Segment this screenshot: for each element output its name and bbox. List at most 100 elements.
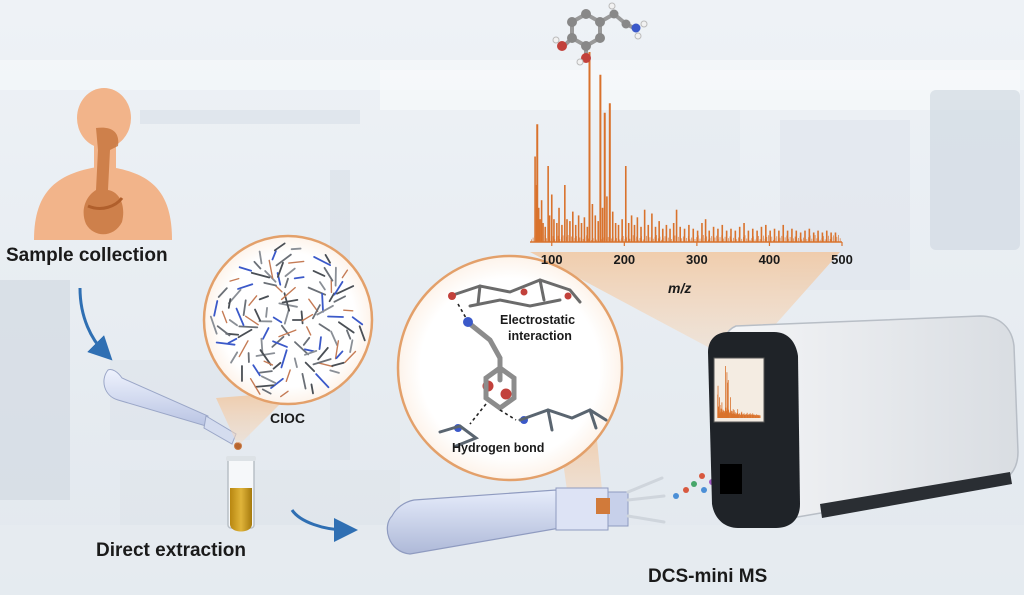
lattice-bond — [317, 346, 329, 361]
lattice-bond — [261, 388, 272, 395]
lattice-bond — [276, 261, 284, 278]
host-fragment-top — [448, 278, 582, 308]
lattice-bond — [328, 292, 335, 303]
lattice-bond — [227, 298, 232, 309]
lattice-bond — [272, 340, 288, 348]
lattice-bond — [323, 266, 334, 282]
lattice-bond — [293, 276, 305, 280]
lattice-bond — [238, 266, 253, 272]
lattice-bond — [285, 369, 291, 383]
dcs-probe — [386, 476, 666, 555]
interaction-view — [396, 254, 624, 482]
lattice-bond — [259, 370, 273, 374]
lattice-bond — [343, 309, 354, 312]
lattice-bond — [312, 269, 326, 277]
lattice-bond — [308, 298, 319, 313]
lattice-bond — [270, 377, 284, 389]
step-direct-extraction: Direct extraction — [96, 540, 246, 561]
lattice-bond — [280, 286, 296, 301]
lattice-bond — [264, 270, 277, 283]
lattice-bond — [216, 325, 231, 337]
lattice-bond — [258, 295, 269, 301]
lattice-bond — [254, 308, 262, 322]
lattice-bond — [306, 326, 312, 336]
lattice-bond — [336, 285, 355, 295]
electrostatic-label: Electrostatic interaction — [500, 312, 575, 344]
lattice-bond — [272, 316, 283, 324]
lattice-bond — [321, 292, 324, 313]
cloc-zoom-cone — [216, 392, 292, 446]
lattice-bond — [213, 300, 219, 317]
interaction-dashes — [457, 303, 517, 425]
lattice-bond — [275, 253, 292, 267]
lattice-bond — [318, 336, 322, 350]
analyte-molecule-icon — [552, 2, 648, 66]
lattice-bond — [280, 349, 288, 369]
lattice-bond — [344, 350, 357, 363]
lattice-bond — [341, 269, 349, 279]
lattice-bond — [271, 250, 277, 261]
spectrum-peaks — [531, 52, 841, 242]
lattice-bond — [230, 351, 239, 364]
lattice-bond — [278, 329, 297, 338]
lattice-bond — [280, 390, 289, 398]
spectrum-tick-label: 200 — [613, 252, 635, 267]
step-sample-collection: Sample collection — [6, 245, 168, 266]
cloc-framework-view — [202, 234, 374, 406]
lattice-bond — [249, 377, 261, 395]
lattice-bond — [288, 260, 305, 264]
lattice-bond — [315, 373, 330, 389]
spectrum-tick-label: 300 — [686, 252, 708, 267]
lattice-bond — [313, 256, 332, 267]
lattice-bond — [301, 372, 307, 390]
lattice-bond — [283, 308, 290, 325]
lattice-bond — [242, 299, 247, 317]
electrostatic-label-line1: Electrostatic — [500, 313, 576, 327]
lattice-bond — [221, 310, 228, 324]
lattice-bond — [324, 254, 331, 264]
lattice-bond — [229, 277, 240, 282]
step-instrument: DCS-mini MS — [648, 566, 768, 587]
lattice-bond — [217, 287, 228, 298]
lattice-bond — [329, 369, 340, 374]
lattice-bond — [346, 329, 352, 340]
human-silhouette-icon — [34, 88, 172, 240]
lattice-bond — [293, 357, 298, 369]
lattice-bond — [312, 358, 332, 366]
cloc-particle — [235, 443, 241, 449]
electrostatic-label-line2: interaction — [508, 329, 572, 343]
lattice-bond — [260, 375, 277, 384]
lattice-bond — [263, 360, 274, 366]
lattice-bond — [265, 307, 268, 318]
lattice-bond — [335, 350, 344, 360]
lattice-bond — [273, 242, 286, 252]
lattice-bond — [317, 362, 334, 368]
lattice-bond — [238, 325, 259, 329]
lattice-bond — [284, 267, 296, 278]
lattice-bond — [316, 304, 334, 316]
process-arrow-2 — [290, 509, 358, 542]
lattice-bond — [252, 364, 261, 377]
spectrum-tick-label: 400 — [759, 252, 781, 267]
spectrum-tick-label: 100 — [541, 252, 563, 267]
lattice-bond — [227, 337, 238, 344]
lattice-bond — [349, 339, 354, 353]
lattice-bond — [310, 383, 314, 395]
guest-molecule — [467, 321, 517, 412]
lattice-bond — [228, 319, 238, 327]
hydrogen-bond-label: Hydrogen bond — [452, 441, 545, 455]
host-fragment-bottom — [438, 408, 608, 448]
lattice-bond — [294, 341, 310, 356]
lattice-bond — [338, 321, 355, 334]
lattice-bond — [334, 340, 340, 360]
lattice-bond — [248, 295, 258, 306]
lattice-bond — [304, 348, 315, 353]
lattice-bond — [272, 361, 282, 370]
lattice-bond — [284, 277, 289, 289]
lattice-bond — [351, 316, 364, 326]
lattice-bond — [255, 352, 276, 357]
lattice-bond — [253, 260, 262, 270]
